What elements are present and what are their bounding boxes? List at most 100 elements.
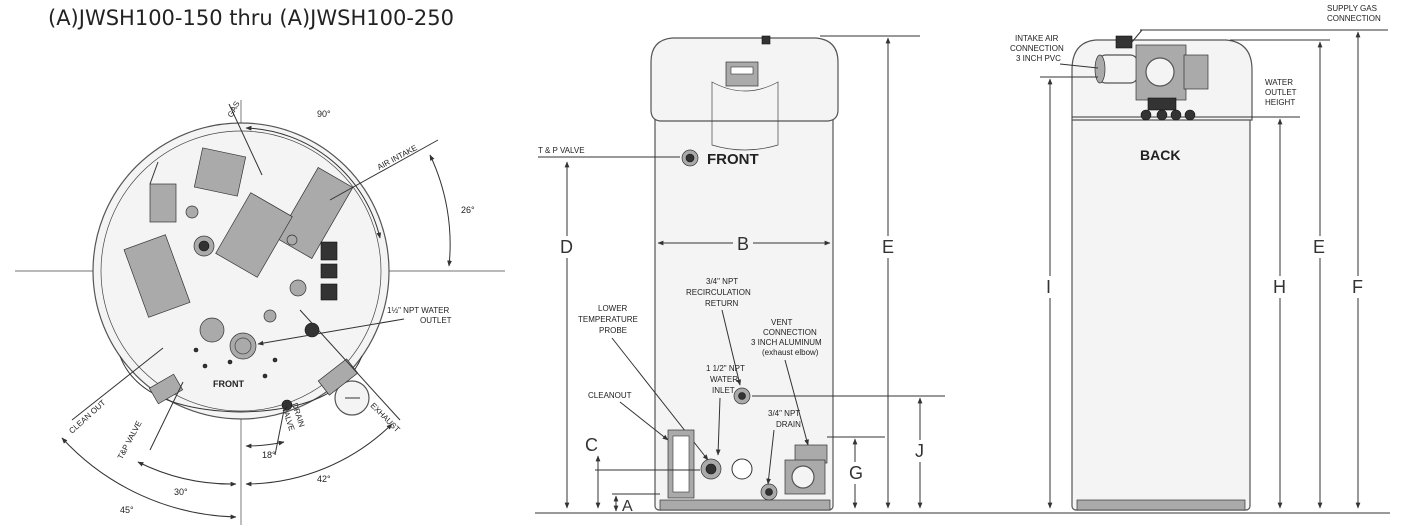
lower-temp-label-1: LOWER [598,304,628,313]
exhaust-label: EXHAUST [369,401,402,434]
vent-label-3: 3 INCH ALUMINUM [751,338,822,347]
back-dim-e: E [1313,237,1325,257]
inlet-label-2: WATER [710,375,738,384]
dim-g: G [849,463,863,483]
recirc-label-1: 3/4" NPT [706,277,738,286]
supply-gas-label-2: CONNECTION [1327,14,1381,23]
front-view: T & P VALVE FRONT D B E 3/4" NPT RECIRCU… [535,35,1390,515]
arc-18 [245,440,285,449]
drain-port-core [765,488,773,496]
dim-j: J [915,441,924,461]
port-6 [263,309,277,323]
arc-42 [245,423,393,487]
back-manifold [1147,97,1177,111]
recirc-label-3: RETURN [705,299,739,308]
vent-label-1: VENT [771,318,792,327]
inlet-label-3: INLET [712,386,735,395]
water-outlet-label-1: WATER [1265,78,1293,87]
control-box [193,147,247,197]
clean-out-label: CLEAN OUT [67,398,107,435]
arc-90 [245,125,382,239]
arc-26 [429,154,452,267]
back-tank-base [1076,499,1246,511]
dim-i: I [1046,277,1051,297]
dim-e-bg [878,236,900,258]
supply-gas-label-1: SUPPLY GAS [1327,4,1377,13]
arc-30 [137,461,237,487]
angle-26: 26° [461,205,475,215]
dim-a: A [622,498,633,515]
dim-d: D [560,237,573,257]
tp-valve-label: T&P VALVE [116,419,144,461]
back-tank-body [1071,116,1251,511]
front-tank-base [659,499,831,511]
dim-h: H [1273,277,1286,297]
water-outlet-label-2: OUTLET [1265,88,1297,97]
front-top-fitting [761,35,771,45]
water-inlet-fitting [731,458,753,480]
vent-label-2: CONNECTION [763,328,817,337]
water-outlet-label-3: HEIGHT [1265,98,1295,107]
clean-out-line [71,347,164,421]
water-outlet-port [229,332,257,360]
air-intake-label: AIR INTAKE [376,143,419,172]
vent-elbow-opening [791,465,815,489]
back-ports [1140,109,1196,121]
port-5 [199,317,225,343]
dim-e: E [882,237,894,257]
dim-d-bg [555,236,579,258]
top-front-label: FRONT [213,379,244,389]
lower-temp-label-2: TEMPERATURE [578,315,638,324]
intake-air-label-3: 3 INCH PVC [1016,54,1061,63]
air-intake-line [329,139,439,201]
dim-b: B [737,234,749,254]
front-display-screen [730,66,754,75]
dim-h-bg [1270,276,1292,298]
lower-temp-label-3: PROBE [599,326,627,335]
port-4 [286,234,298,246]
dim-j-bg [911,440,931,462]
port-3 [289,279,307,297]
back-view: INTAKE AIR CONNECTION 3 INCH PVC SUPPLY … [1010,4,1388,511]
intake-air-leader [1059,63,1099,69]
exhaust-pipe [317,358,359,396]
intake-air-label-2: CONNECTION [1010,44,1064,53]
back-label: BACK [1140,147,1180,163]
inlet-leader [715,397,721,456]
recirc-leader [721,309,742,386]
gas-label: GAS [226,100,242,119]
clean-out-cover [148,373,184,405]
gas-valve-lead [149,161,159,185]
fitting-2 [320,263,338,279]
inlet-label-1: 1 1/2" NPT [706,364,745,373]
water-outlet-port-inner [234,337,252,355]
dim-i-bg [1042,276,1058,298]
drain-label-1: 3/4" NPT [768,409,800,418]
port-1-core [198,240,210,252]
dim-c: C [585,435,598,455]
drain-label-2: DRAIN [776,420,801,429]
angle-90: 90° [317,109,331,119]
intake-air-label-1: INTAKE AIR [1015,34,1059,43]
dim-f: F [1352,277,1363,297]
supply-gas-leader [1131,29,1143,43]
tp-valve-core [685,153,695,163]
port-2 [185,205,199,219]
dim-b-bg [733,232,753,254]
page-title: (A)JWSH100-150 thru (A)JWSH100-250 [48,6,454,30]
water-outlet-label-1: 1½" NPT WATER [387,306,449,315]
panel-dots [193,347,278,379]
probe-fitting-core [705,463,717,475]
tp-valve-label: T & P VALVE [538,146,585,155]
angle-18: 18° [262,450,276,460]
dim-g-bg [846,462,866,484]
vent-leader [784,359,809,446]
angle-45: 45° [120,505,134,515]
side-panel [123,234,191,318]
arc-45 [61,437,237,520]
front-label: FRONT [707,151,759,168]
recirc-label-2: RECIRCULATION [686,288,751,297]
back-gas-valve [1183,54,1209,90]
